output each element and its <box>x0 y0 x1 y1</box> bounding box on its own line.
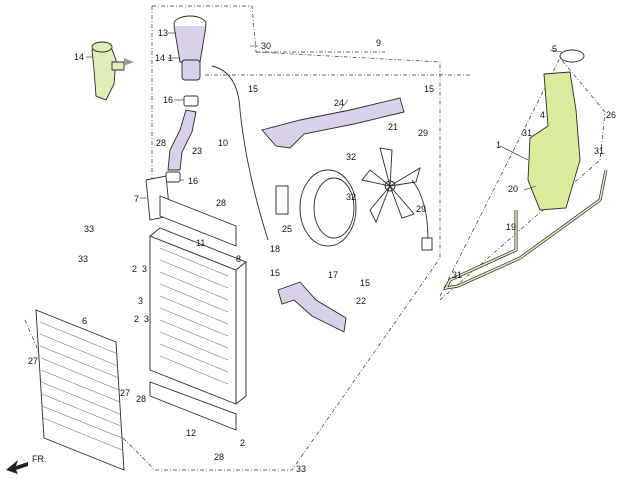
callout-11: 11 <box>196 238 205 248</box>
callout-16a: 16 <box>163 95 173 105</box>
callout-2a: 2 <box>132 264 137 274</box>
callout-14b: 1 <box>168 53 173 63</box>
callout-6: 6 <box>82 316 87 326</box>
callout-28c: 28 <box>136 394 146 404</box>
callout-33b: 33 <box>78 254 88 264</box>
callout-3b: 3 <box>138 296 143 306</box>
front-arrow-icon <box>6 460 28 474</box>
callout-23: 23 <box>192 146 202 156</box>
fan-shroud-17 <box>299 169 357 247</box>
assembly-outline-main <box>23 5 441 471</box>
hose-clamp-16a <box>183 95 199 107</box>
callout-28b: 28 <box>216 198 226 208</box>
assembly-outline-tank <box>439 57 606 301</box>
fan-connector <box>421 237 433 251</box>
callout-7: 7 <box>134 194 139 204</box>
callout-14: 14 <box>74 52 84 62</box>
callout-25: 25 <box>282 224 292 234</box>
callout-32b: 32 <box>346 192 356 202</box>
callout-3c: 3 <box>144 314 149 324</box>
callout-5: 5 <box>552 44 557 54</box>
fan-wire <box>411 179 429 241</box>
leader-lines <box>86 32 563 199</box>
filler-neck-assembly <box>173 15 207 81</box>
callout-24: 24 <box>334 98 344 108</box>
callout-30: 30 <box>261 41 271 51</box>
callout-15b: 15 <box>424 84 434 94</box>
callout-15d: 15 <box>360 278 370 288</box>
callout-29b: 29 <box>416 204 426 214</box>
tube-19 <box>444 169 607 290</box>
callout-2c: 2 <box>240 438 245 448</box>
callout-33a: 33 <box>84 224 94 234</box>
callout-31c: 31 <box>452 270 462 280</box>
callout-15a: 15 <box>248 84 258 94</box>
hose-clamp-16b <box>165 171 181 183</box>
callout-19: 19 <box>506 222 516 232</box>
front-label: FR. <box>32 454 47 464</box>
callout-28a: 28 <box>156 138 166 148</box>
callout-2b: 2 <box>134 314 139 324</box>
callout-1: 1 <box>496 140 501 150</box>
callout-31a: 31 <box>522 128 532 138</box>
callout-28d: 28 <box>214 452 224 462</box>
callout-29a: 29 <box>418 128 428 138</box>
hose-22 <box>277 281 347 333</box>
callout-26: 26 <box>606 110 616 120</box>
callout-33c: 33 <box>296 464 306 474</box>
radiator-core <box>149 227 247 405</box>
callout-27b: 27 <box>120 388 130 398</box>
callout-20: 20 <box>508 184 518 194</box>
arrow-icon <box>124 58 134 66</box>
callout-9: 9 <box>376 38 381 48</box>
overflow-tube-10 <box>211 65 269 241</box>
upper-hose-23 <box>167 109 197 171</box>
hose-24 <box>261 97 405 149</box>
callout-18: 18 <box>270 244 280 254</box>
callouts: 14 13 14 1 30 9 16 15 15 24 10 28 23 16 … <box>28 28 616 474</box>
reserve-tank <box>527 49 585 211</box>
callout-21: 21 <box>388 122 398 132</box>
lower-bracket-12 <box>149 381 237 431</box>
callout-27a: 27 <box>28 356 38 366</box>
callout-31b: 31 <box>594 146 604 156</box>
callout-16b: 16 <box>188 176 198 186</box>
radiator-grille <box>35 309 125 471</box>
callout-15c: 15 <box>270 268 280 278</box>
callout-12: 12 <box>186 428 196 438</box>
temp-sensor-25 <box>275 185 289 215</box>
callout-14a: 14 <box>155 53 165 63</box>
fan-blade-21 <box>361 147 421 224</box>
callout-22: 22 <box>356 296 366 306</box>
callout-3a: 3 <box>142 264 147 274</box>
thermostat-housing <box>91 41 125 101</box>
callout-8: 8 <box>236 254 241 264</box>
callout-13: 13 <box>158 28 168 38</box>
callout-4: 4 <box>540 110 545 120</box>
callout-10: 10 <box>218 138 228 148</box>
radiator-top-mount-11 <box>159 195 237 247</box>
callout-32a: 32 <box>346 152 356 162</box>
callout-17: 17 <box>328 270 338 280</box>
